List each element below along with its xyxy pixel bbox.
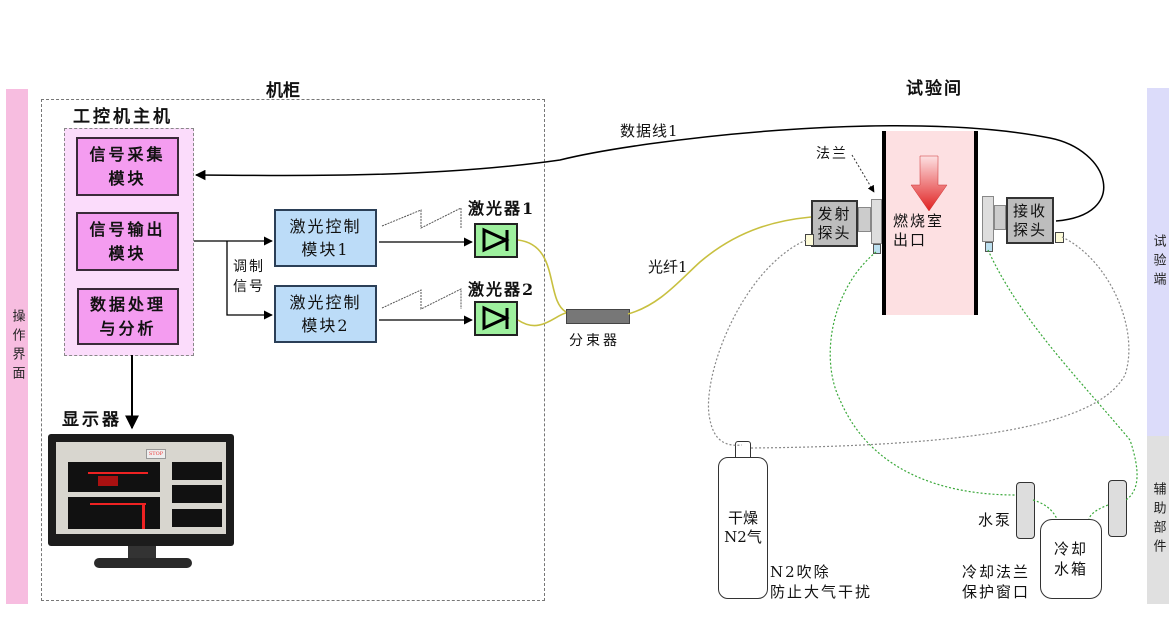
cooling-flange-note: 冷却法兰 保护窗口 (962, 563, 1031, 602)
monitor: STOP (48, 434, 234, 546)
module-signal-output[interactable]: 信号输出 模块 (76, 212, 179, 271)
data-line-1 (194, 125, 1105, 222)
water-pump-1[interactable] (1016, 482, 1035, 539)
sidebar-test-label: 试验端 (1150, 233, 1166, 291)
host-title: 工控机主机 (73, 107, 173, 127)
monitor-screen: STOP (56, 442, 226, 534)
sawtooth-wave-2 (381, 288, 462, 310)
purge-line-left (707, 239, 807, 446)
test-room-title: 试验间 (906, 79, 963, 99)
flange-left (871, 199, 882, 244)
water-pump-label: 水泵 (978, 511, 1013, 529)
fiber-1 (627, 216, 812, 315)
cabinet-frame (41, 99, 545, 601)
laser-1-label: 激光器1 (468, 199, 536, 218)
modulation-signal-label: 调制 信号 (233, 259, 265, 295)
laser-control-module-2[interactable]: 激光控制 模块2 (274, 285, 377, 343)
laser-1-icon (474, 223, 518, 258)
coolant-pump2-tank (1088, 504, 1109, 520)
n2-purge-note: N2吹除 防止大气干扰 (770, 563, 873, 602)
sidebar-operation-interface: 操作界面 (6, 89, 28, 604)
module-data-processing[interactable]: 数据处理 与分析 (77, 288, 179, 345)
module-signal-acquisition[interactable]: 信号采集 模块 (76, 137, 179, 196)
receiver-probe[interactable]: 接收 探头 (1006, 197, 1054, 244)
coolant-pump1-tank (1032, 499, 1058, 520)
laser-control-module-1[interactable]: 激光控制 模块1 (274, 209, 377, 267)
flow-arrow-icon (910, 155, 948, 212)
emitter-neck (858, 207, 871, 232)
monitor-stand (128, 546, 156, 560)
splitter-label: 分束器 (569, 333, 620, 349)
laser-2-icon (474, 301, 518, 336)
beam-splitter[interactable] (566, 309, 630, 324)
monitor-plot-1 (68, 462, 160, 492)
monitor-plot-3 (172, 462, 222, 480)
sidebar-operation-label: 操作界面 (9, 308, 25, 385)
monitor-plot-5 (172, 509, 222, 527)
coolant-line-left (829, 251, 1017, 496)
n2-tank[interactable]: 干燥 N2气 (718, 457, 768, 599)
sidebar-aux-label: 辅助部件 (1150, 482, 1166, 558)
display-label: 显示器 (62, 410, 122, 430)
laser-2-label: 激光器2 (468, 280, 536, 299)
water-pump-2[interactable] (1108, 480, 1127, 537)
cooling-water-tank[interactable]: 冷却 水箱 (1040, 519, 1102, 599)
fiber-laser-2 (517, 312, 567, 327)
fiber-laser-1 (517, 239, 567, 313)
monitor-stop-badge: STOP (146, 449, 166, 459)
sidebar-aux-parts: 辅助部件 (1147, 436, 1169, 604)
sawtooth-wave-1 (381, 207, 462, 229)
flange-label: 法兰 (816, 146, 848, 162)
chamber-label: 燃烧室 出口 (893, 212, 945, 249)
sidebar-test-end: 试验端 (1147, 88, 1169, 436)
monitor-plot-4 (172, 485, 222, 503)
receiver-neck (994, 205, 1006, 230)
data-line-label: 数据线1 (620, 122, 679, 140)
coolant-line-right (987, 249, 1138, 501)
flange-pointer (851, 154, 875, 193)
signal-line-2 (226, 241, 273, 320)
flange-right (982, 196, 994, 242)
emitter-probe[interactable]: 发射 探头 (811, 200, 858, 247)
purge-line-right (748, 236, 1130, 449)
window-left-cooling (873, 244, 881, 254)
monitor-plot-2 (68, 497, 160, 529)
cabinet-title: 机柜 (266, 81, 300, 101)
monitor-base (94, 558, 192, 568)
fiber-label: 光纤1 (648, 258, 688, 276)
